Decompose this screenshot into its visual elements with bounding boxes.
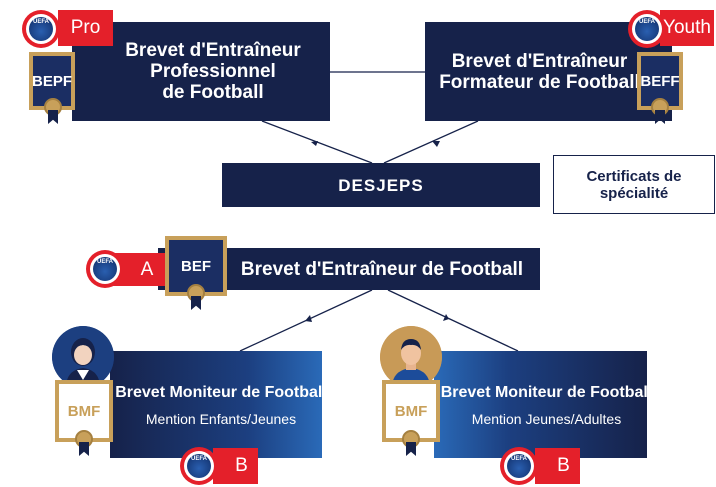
arrow-head-1 <box>311 141 318 146</box>
bmf-enfants-box: Brevet Moniteur de Football Mention Enfa… <box>110 351 327 458</box>
bef-label: Brevet d'Entraîneur de Football <box>240 258 524 280</box>
bmf-enfants-title: Brevet Moniteur de Football <box>115 384 327 401</box>
beff-line-1: Brevet d'Entraîneur <box>451 50 628 72</box>
desjeps-box: DESJEPS <box>222 163 540 207</box>
link-bef-right <box>387 289 519 352</box>
bmf-adultes-ribbon-icon <box>406 442 416 456</box>
bef-ribbon-icon <box>191 296 201 310</box>
b-tag-left: B <box>213 448 258 484</box>
avatar-female-coach <box>52 326 114 388</box>
certificats-line-1: Certificats de <box>586 167 682 185</box>
bmf-adultes-title: Brevet Moniteur de Football <box>440 384 653 401</box>
bepf-line-2: Professionnel <box>150 61 276 82</box>
bepf-ribbon-icon <box>48 110 58 124</box>
certificats-box: Certificats de spécialité <box>553 155 715 214</box>
bmf-adultes-diploma-badge: BMF <box>382 380 440 442</box>
bmf-enfants-ribbon-icon <box>79 442 89 456</box>
uefa-logo-icon: UEFA <box>180 447 218 485</box>
bepf-badge-label: BEPF <box>32 72 73 90</box>
bepf-box: Brevet d'Entraîneur Professionnel de Foo… <box>72 22 330 121</box>
beff-line-2: Formateur de Football <box>439 71 640 93</box>
arrow-head-3 <box>305 315 312 322</box>
arrow-head-4 <box>443 314 449 321</box>
desjeps-label: DESJEPS <box>338 175 424 195</box>
beff-badge-label: BEFF <box>640 72 680 90</box>
bmf-enfants-badge-label: BMF <box>67 402 101 420</box>
bmf-adultes-badge-label: BMF <box>394 402 428 420</box>
pro-tag: Pro <box>58 10 113 46</box>
certificats-line-2: spécialité <box>599 184 669 202</box>
bmf-enfants-subtitle: Mention Enfants/Jeunes <box>145 411 297 427</box>
bef-badge-label: BEF <box>181 257 211 275</box>
uefa-logo-icon: UEFA <box>628 10 666 48</box>
bmf-adultes-subtitle: Mention Jeunes/Adultes <box>471 411 622 427</box>
b-tag-right: B <box>535 448 580 484</box>
bepf-line-3: de Football <box>162 82 264 103</box>
youth-tag-label: Youth <box>663 17 711 38</box>
bmf-adultes-box: Brevet Moniteur de Football Mention Jeun… <box>434 351 652 458</box>
uefa-logo-icon: UEFA <box>86 250 124 288</box>
uefa-logo-icon: UEFA <box>22 10 60 48</box>
pro-tag-label: Pro <box>70 17 101 38</box>
beff-box: Brevet d'Entraîneur Formateur de Footbal… <box>425 22 672 121</box>
youth-tag: Youth <box>660 10 714 46</box>
arrow-head-2 <box>432 141 440 147</box>
link-beff-desjeps <box>383 120 479 164</box>
b-tag-right-label: B <box>557 455 570 476</box>
a-tag-label: A <box>140 258 154 280</box>
b-tag-left-label: B <box>235 455 248 476</box>
uefa-logo-icon: UEFA <box>500 447 538 485</box>
avatar-male-coach <box>380 326 442 388</box>
beff-ribbon-icon <box>655 110 665 124</box>
bepf-line-1: Brevet d'Entraîneur <box>125 40 301 61</box>
